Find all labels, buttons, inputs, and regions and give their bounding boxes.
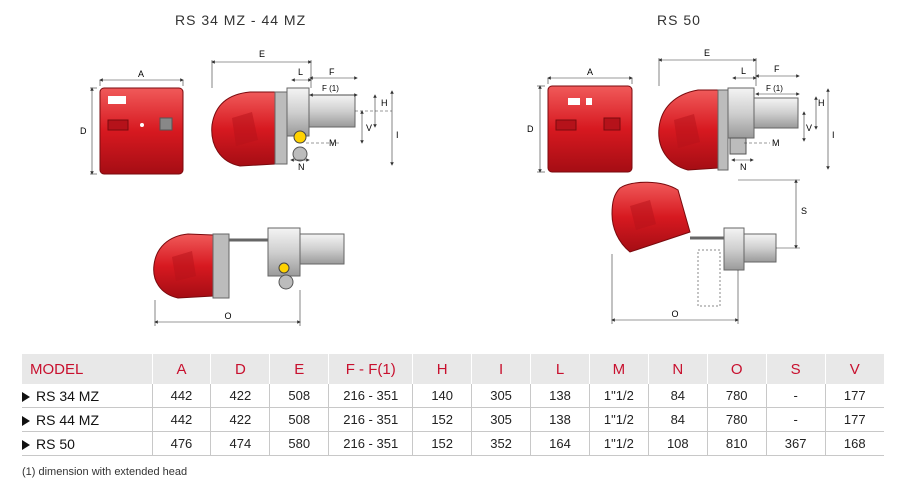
col-n: N: [647, 354, 708, 384]
label-E-rs50: E: [704, 48, 710, 58]
label-S-rs50: S: [801, 206, 807, 216]
dimensions-table: MODEL A D E F - F(1) H I L M N O S V RS …: [22, 354, 884, 456]
technical-drawings: A D E L F F (1) H V M I N: [80, 48, 835, 326]
footnote: (1) dimension with extended head: [22, 466, 188, 478]
cell: 138: [530, 384, 590, 408]
heading-rs50: RS 50: [657, 12, 701, 28]
col-m: M: [588, 354, 649, 384]
arrow-right-icon: [22, 415, 30, 426]
label-I-rs50: I: [832, 130, 835, 140]
label-E: E: [259, 49, 265, 59]
label-N-rs50: N: [740, 162, 747, 172]
cell: 474: [210, 431, 270, 456]
cell: 780: [706, 407, 767, 432]
label-F1-rs50: F (1): [766, 84, 783, 93]
label-O-rs50: O: [671, 309, 678, 319]
cell: 164: [530, 431, 590, 456]
model-name: RS 44 MZ: [36, 411, 100, 428]
cell: 108: [647, 431, 708, 456]
model-name: RS 50: [36, 435, 75, 452]
cell: 442: [151, 384, 211, 408]
heading-rs34-44: RS 34 MZ - 44 MZ: [175, 12, 307, 28]
label-F: F: [329, 67, 335, 77]
label-A: A: [138, 69, 144, 79]
label-D: D: [80, 126, 87, 136]
cell: 508: [269, 407, 329, 432]
label-H: H: [381, 98, 388, 108]
label-M: M: [329, 138, 337, 148]
model-cell: RS 34 MZ: [22, 384, 152, 408]
cell: 1"1/2: [588, 431, 649, 456]
open-view-rs50: [611, 179, 800, 324]
cell: 140: [412, 384, 472, 408]
side-view-rs50: [658, 58, 830, 171]
cell: 580: [269, 431, 329, 456]
col-s: S: [765, 354, 826, 384]
cell: 177: [824, 407, 884, 432]
cell: 168: [824, 431, 884, 456]
col-i: I: [471, 354, 531, 384]
col-l: L: [530, 354, 590, 384]
table-header-row: MODEL A D E F - F(1) H I L M N O S V: [22, 354, 884, 384]
table-row: RS 50 476 474 580 216 - 351 152 352 164 …: [22, 431, 884, 456]
arrow-right-icon: [22, 391, 30, 402]
cell: -: [765, 407, 826, 432]
col-h: H: [412, 354, 472, 384]
label-O: O: [224, 311, 231, 321]
cell: 780: [706, 384, 767, 408]
cell: 177: [824, 384, 884, 408]
front-view-rs50: [537, 76, 633, 173]
model-name: RS 34 MZ: [36, 387, 100, 404]
cell: 305: [471, 407, 531, 432]
label-N: N: [298, 162, 305, 172]
col-o: O: [706, 354, 767, 384]
model-cell: RS 44 MZ: [22, 407, 152, 432]
cell: 84: [647, 407, 708, 432]
label-V: V: [366, 123, 372, 133]
cell: 305: [471, 384, 531, 408]
col-model: MODEL: [22, 354, 152, 384]
label-V-rs50: V: [806, 123, 812, 133]
cell: 152: [412, 407, 472, 432]
label-L: L: [298, 67, 303, 77]
cell: 442: [151, 407, 211, 432]
cell: 216 - 351: [328, 384, 413, 408]
label-D-rs50: D: [527, 124, 534, 134]
col-e: E: [269, 354, 329, 384]
cell: 216 - 351: [328, 407, 413, 432]
cell: 1"1/2: [588, 407, 649, 432]
cell: 476: [151, 431, 211, 456]
arrow-right-icon: [22, 439, 30, 450]
cell: 422: [210, 407, 270, 432]
label-F-rs50: F: [774, 64, 780, 74]
cell: 1"1/2: [588, 384, 649, 408]
col-v: V: [824, 354, 884, 384]
label-H-rs50: H: [818, 98, 825, 108]
col-d: D: [210, 354, 270, 384]
label-A-rs50: A: [587, 67, 593, 77]
open-view-rs34: [153, 227, 345, 326]
cell: 216 - 351: [328, 431, 413, 456]
table-row: RS 34 MZ 442 422 508 216 - 351 140 305 1…: [22, 384, 884, 408]
front-view-rs34: [90, 78, 184, 175]
cell: 367: [765, 431, 826, 456]
col-f: F - F(1): [328, 354, 413, 384]
table-row: RS 44 MZ 442 422 508 216 - 351 152 305 1…: [22, 407, 884, 432]
cell: 138: [530, 407, 590, 432]
label-I: I: [396, 130, 399, 140]
cell: 352: [471, 431, 531, 456]
model-cell: RS 50: [22, 431, 152, 456]
cell: 508: [269, 384, 329, 408]
cell: 152: [412, 431, 472, 456]
cell: 84: [647, 384, 708, 408]
cell: 422: [210, 384, 270, 408]
label-L-rs50: L: [741, 66, 746, 76]
label-M-rs50: M: [772, 138, 780, 148]
label-F1: F (1): [322, 84, 339, 93]
col-a: A: [151, 354, 211, 384]
side-view-rs34: [211, 60, 394, 167]
cell: -: [765, 384, 826, 408]
cell: 810: [706, 431, 767, 456]
